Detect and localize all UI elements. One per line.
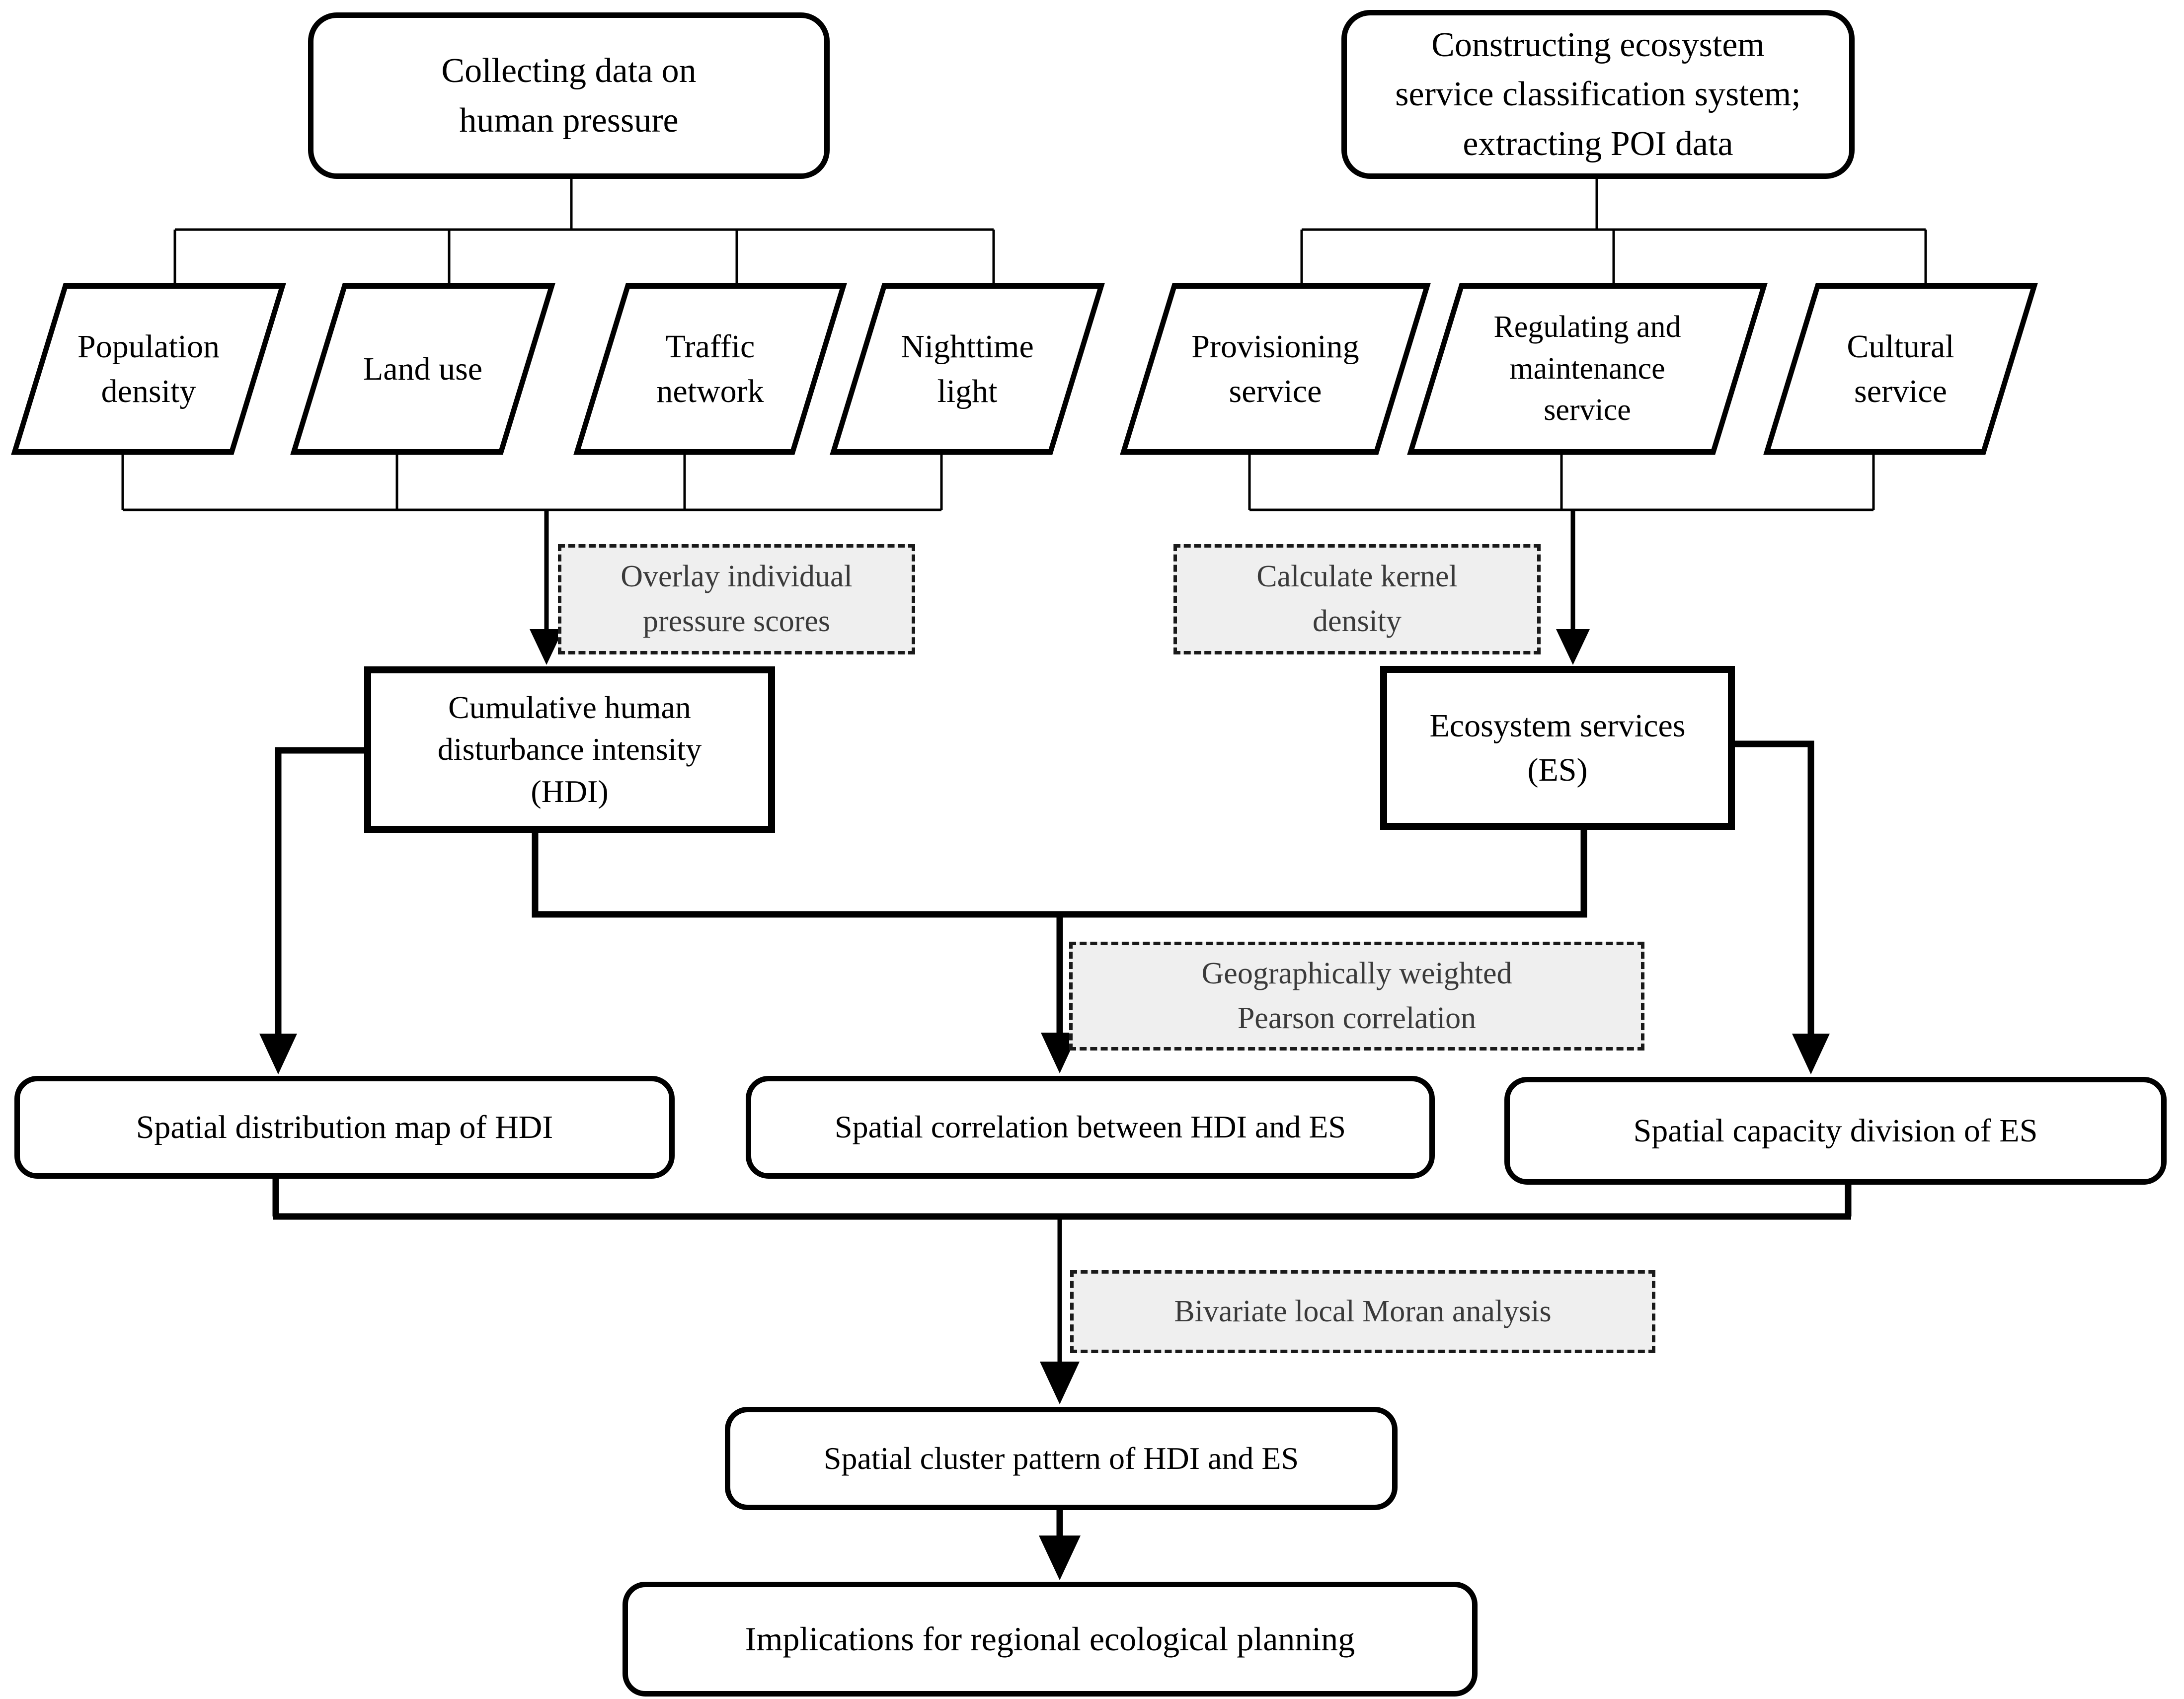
node-es: Ecosystem services (ES) <box>1380 666 1735 830</box>
parallelogram-content: Provisioning service <box>1152 289 1399 449</box>
node-cultural-service: Cultural service <box>1763 283 2038 455</box>
node-traffic-network: Traffic network <box>573 283 847 455</box>
process-label-line: Pearson correlation <box>1237 1001 1477 1035</box>
node-label-line: service <box>1544 393 1631 427</box>
node-label-line: Implications for regional ecological pla… <box>745 1620 1355 1658</box>
node-spatial-capacity-division-es: Spatial capacity division of ES <box>1504 1077 2167 1185</box>
node-label-line: Cumulative human <box>448 689 691 725</box>
arrowhead-to-map-hdi <box>259 1034 297 1074</box>
parallelogram-content: Population density <box>43 289 254 449</box>
node-label-line: maintenance <box>1509 351 1665 386</box>
node-label-line: Spatial distribution map of HDI <box>136 1109 553 1145</box>
process-label-line: Bivariate local Moran analysis <box>1174 1294 1552 1328</box>
process-overlay-pressure-scores: Overlay individual pressure scores <box>558 544 915 654</box>
node-label-line: (HDI) <box>531 773 609 809</box>
node-spatial-distribution-map-hdi: Spatial distribution map of HDI <box>14 1076 675 1179</box>
node-label-line: Land use <box>363 350 483 387</box>
node-hdi: Cumulative human disturbance intensity (… <box>364 666 775 833</box>
node-label-line: disturbance intensity <box>437 731 702 767</box>
process-gw-pearson-correlation: Geographically weighted Pearson correlat… <box>1069 942 1644 1051</box>
arrowhead-to-hdi <box>530 629 563 665</box>
merge-arrow-lines <box>544 510 1575 1366</box>
thick-elbow-lines <box>272 740 1852 1538</box>
node-regulating-maintenance-service: Regulating and maintenance service <box>1407 283 1768 455</box>
node-label-line: Population <box>77 328 220 365</box>
parallelogram-content: Cultural service <box>1795 289 2006 449</box>
node-collecting-data: Collecting data on human pressure <box>308 12 830 179</box>
node-label-line: service classification system; <box>1395 75 1801 114</box>
node-label-line: Spatial capacity division of ES <box>1633 1112 2038 1149</box>
node-land-use: Land use <box>290 283 555 455</box>
node-spatial-correlation-hdi-es: Spatial correlation between HDI and ES <box>746 1076 1435 1179</box>
node-label-line: Collecting data on <box>441 52 697 90</box>
node-label-line: extracting POI data <box>1463 124 1733 163</box>
process-label-line: Overlay individual <box>621 560 853 594</box>
node-population-density: Population density <box>11 283 286 455</box>
node-label-line: Traffic <box>665 328 755 365</box>
process-label-line: Calculate kernel <box>1256 560 1458 594</box>
node-label-line: Provisioning <box>1191 328 1359 365</box>
node-implications-regional-planning: Implications for regional ecological pla… <box>623 1582 1478 1697</box>
arrowhead-to-cluster <box>1040 1362 1080 1404</box>
process-label-line: density <box>1312 604 1402 638</box>
node-provisioning-service: Provisioning service <box>1120 283 1431 455</box>
tree-connectors <box>121 178 1927 511</box>
node-constructing-classification: Constructing ecosystem service classific… <box>1341 10 1855 179</box>
parallelogram-content: Regulating and maintenance service <box>1439 289 1736 449</box>
parallelogram-content: Land use <box>322 289 524 449</box>
node-label-line: light <box>937 373 998 409</box>
node-label-line: service <box>1854 373 1947 409</box>
node-label-line: network <box>656 373 764 409</box>
node-label-line: Cultural <box>1847 328 1954 365</box>
arrowhead-to-capacity <box>1792 1034 1830 1074</box>
node-label-line: Ecosystem services <box>1429 707 1686 744</box>
node-label-line: (ES) <box>1527 752 1588 788</box>
process-label-line: Geographically weighted <box>1201 956 1512 990</box>
arrowhead-to-implications <box>1039 1536 1081 1580</box>
process-label-line: pressure scores <box>642 604 831 638</box>
node-label-line: Constructing ecosystem <box>1431 25 1765 64</box>
node-label-line: density <box>101 373 196 409</box>
process-bivariate-moran-analysis: Bivariate local Moran analysis <box>1070 1270 1655 1353</box>
node-label-line: service <box>1229 373 1322 409</box>
node-label-line: Regulating and <box>1493 310 1681 344</box>
process-calculate-kernel-density: Calculate kernel density <box>1173 544 1541 654</box>
node-label-line: human pressure <box>459 101 679 140</box>
node-label-line: Spatial correlation between HDI and ES <box>835 1109 1346 1145</box>
node-label-line: Spatial cluster pattern of HDI and ES <box>823 1440 1299 1476</box>
parallelogram-content: Traffic network <box>605 289 815 449</box>
node-nighttime-light: Nighttime light <box>830 283 1105 455</box>
parallelogram-content: Nighttime light <box>861 289 1073 449</box>
arrowhead-to-es <box>1556 629 1590 665</box>
node-label-line: Nighttime <box>901 328 1034 365</box>
node-spatial-cluster-pattern: Spatial cluster pattern of HDI and ES <box>725 1407 1398 1510</box>
